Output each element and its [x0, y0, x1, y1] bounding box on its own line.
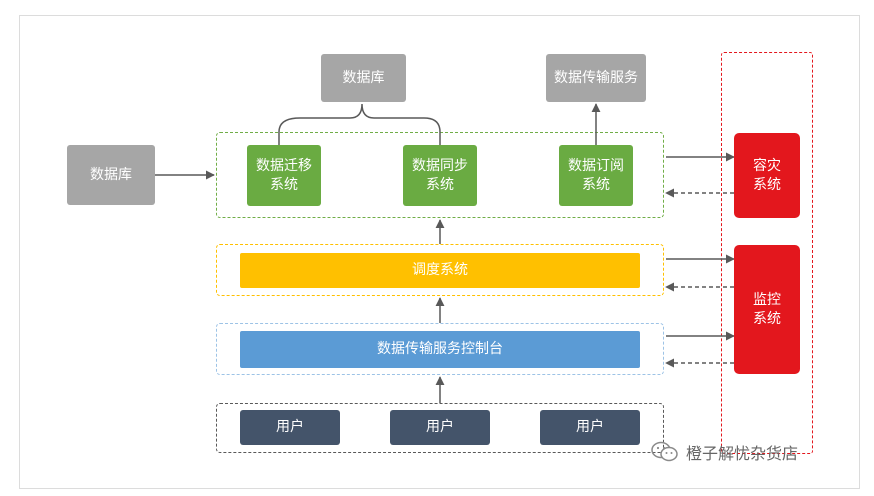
database-left-node: 数据库	[67, 145, 155, 205]
wechat-icon	[651, 441, 678, 462]
watermark: 橙子解忧杂货店	[650, 440, 798, 464]
user-node-2: 用户	[390, 410, 490, 445]
database-top-node: 数据库	[321, 54, 406, 102]
scheduler-group	[216, 244, 664, 296]
users-group	[216, 403, 664, 453]
migration-system-node: 数据迁移 系统	[247, 145, 321, 206]
disaster-recovery-node: 容灾 系统	[734, 133, 800, 218]
sync-system-node: 数据同步 系统	[403, 145, 477, 206]
watermark-text: 橙子解忧杂货店	[686, 444, 799, 463]
subscribe-system-node: 数据订阅 系统	[559, 145, 633, 206]
monitoring-system-node: 监控 系统	[734, 245, 800, 374]
scheduler-system-node: 调度系统	[240, 253, 640, 288]
console-group	[216, 323, 664, 375]
console-node: 数据传输服务控制台	[240, 331, 640, 368]
brace-connector	[278, 103, 441, 145]
diagram-frame	[19, 15, 860, 489]
user-node-3: 用户	[540, 410, 640, 445]
dts-service-node: 数据传输服务	[546, 54, 646, 102]
user-node-1: 用户	[240, 410, 340, 445]
side-systems-group	[721, 52, 813, 454]
